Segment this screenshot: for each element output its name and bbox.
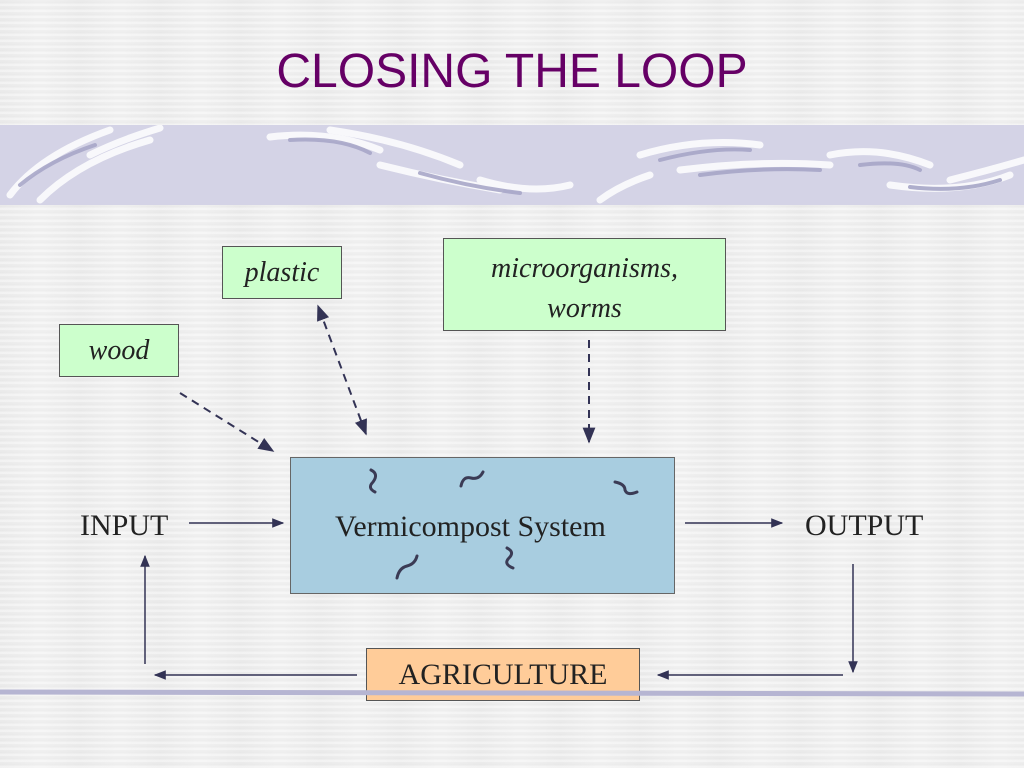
worms-label: worms xyxy=(547,293,622,324)
vermicompost-system-label: Vermicompost System xyxy=(335,510,606,543)
wood-label: wood xyxy=(88,335,150,366)
band-strokes xyxy=(6,124,1024,204)
input-label: INPUT xyxy=(80,509,169,542)
decorative-band xyxy=(0,124,1024,205)
output-label: OUTPUT xyxy=(805,509,924,542)
plastic-box: plastic xyxy=(222,246,342,299)
vermicompost-system-box: Vermicompost System xyxy=(290,457,675,594)
plastic-label: plastic xyxy=(244,257,320,288)
worm-icons xyxy=(368,468,639,580)
worm-icon xyxy=(505,546,515,570)
microorganisms-label: microorganisms, xyxy=(491,253,678,284)
worm-icon xyxy=(613,480,639,496)
agriculture-label: AGRICULTURE xyxy=(398,658,608,691)
worm-icon xyxy=(459,470,485,488)
worm-icon xyxy=(395,554,419,580)
page-title: CLOSING THE LOOP xyxy=(276,45,748,98)
wood-box: wood xyxy=(59,324,179,377)
worm-icon xyxy=(368,468,378,494)
bottom-decorative-line xyxy=(0,689,1024,697)
plastic-system-arrow xyxy=(317,304,367,436)
wood-to-system-arrow xyxy=(179,392,275,452)
microorganisms-box: microorganisms, worms xyxy=(443,238,726,331)
